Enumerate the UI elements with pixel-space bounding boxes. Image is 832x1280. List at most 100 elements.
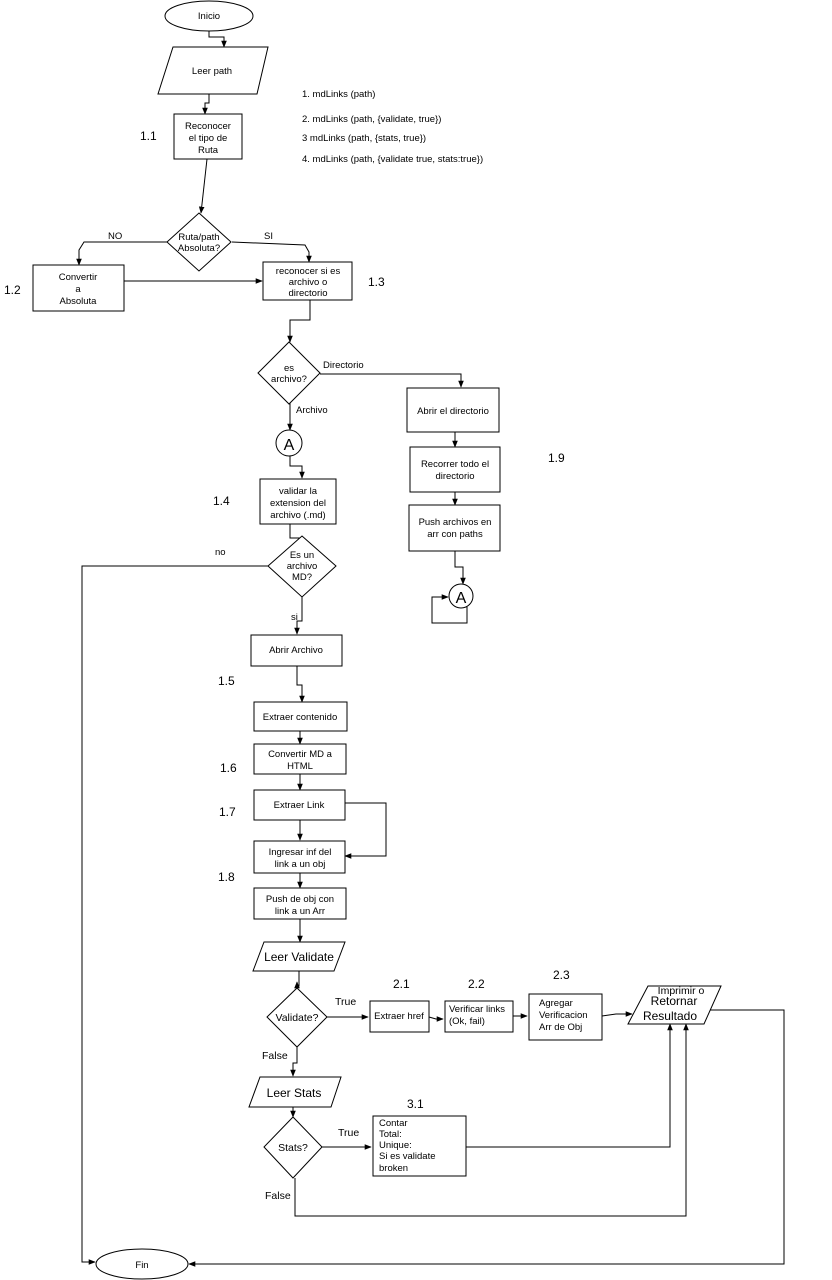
step-2-2: 2.2 [468,977,485,991]
svg-text:Recorrer todo el: Recorrer todo el [421,459,489,470]
step-1-7: 1.7 [219,805,236,819]
svg-text:Inicio: Inicio [198,11,220,22]
decision-stats: Stats? [263,1116,323,1179]
label-false-stats: False [265,1190,291,1202]
svg-text:Leer path: Leer path [192,66,232,77]
svg-text:Arr de Obj: Arr de Obj [539,1022,582,1033]
step-1-3: 1.3 [368,275,385,289]
svg-text:Ingresar inf del: Ingresar inf del [269,847,332,858]
svg-text:Abrir Archivo: Abrir Archivo [269,645,323,656]
process-convertir: Convertir a Absoluta [32,264,125,312]
label-no-lower: no [215,547,226,558]
usage-notes: 1. mdLinks (path) 2. mdLinks (path, {val… [302,89,483,165]
svg-text:A: A [284,437,295,454]
process-extraer-link: Extraer Link [253,789,346,821]
start-node: Inicio [164,0,254,32]
process-reconocer-archivo: reconocer si es archivo o directorio [262,261,353,301]
svg-text:Total:: Total: [379,1129,402,1140]
process-verificar-links: Verificar links (Ok, fail) [444,1000,514,1033]
svg-text:archivo: archivo [287,561,318,572]
svg-text:archivo?: archivo? [271,374,307,385]
decision-es-md: Es un archivo MD? [267,535,337,598]
label-si-upper: SI [264,231,273,242]
svg-text:archivo (.md): archivo (.md) [270,510,325,521]
process-reconocer-tipo: Reconocer el tipo de Ruta [173,113,243,160]
svg-text:Contar: Contar [379,1118,408,1129]
svg-text:Convertir: Convertir [59,272,98,283]
step-2-1: 2.1 [393,977,410,991]
svg-text:Extraer contenido: Extraer contenido [263,712,337,723]
decision-ruta-absoluta: Ruta/path Absoluta? [166,212,232,272]
label-directorio: Directorio [323,360,364,371]
svg-text:link a un obj: link a un obj [275,859,326,870]
svg-text:link a un Arr: link a un Arr [275,906,325,917]
svg-text:A: A [456,590,467,607]
svg-text:Absoluta: Absoluta [60,296,98,307]
svg-text:broken: broken [379,1163,408,1174]
process-abrir-directorio: Abrir el directorio [406,387,500,433]
svg-text:MD?: MD? [292,572,312,583]
process-agregar-verificacion: Agregar Verificacion Arr de Obj [528,993,603,1041]
svg-text:Fin: Fin [135,1260,148,1271]
svg-text:el tipo de: el tipo de [189,133,228,144]
svg-text:Leer Stats: Leer Stats [267,1086,322,1100]
label-si-lower: si [291,612,298,623]
end-node: Fin [95,1248,189,1280]
note-4: 4. mdLinks (path, {validate true, stats:… [302,154,483,165]
svg-text:directorio: directorio [435,471,474,482]
process-extraer-contenido: Extraer contenido [253,701,348,732]
edge-labels: NO SI Directorio Archivo no si True Fals… [108,231,364,1202]
svg-text:Absoluta?: Absoluta? [178,243,220,254]
svg-text:Reconocer: Reconocer [185,121,231,132]
decision-validate: Validate? [266,987,328,1048]
svg-text:directorio: directorio [288,288,327,299]
svg-text:Convertir MD a: Convertir MD a [268,749,333,760]
step-1-9: 1.9 [548,451,565,465]
label-no-upper: NO [108,231,122,242]
svg-text:arr con paths: arr con paths [427,529,483,540]
step-1-8: 1.8 [218,870,235,884]
note-3: 3 mdLinks (path, {stats, true}) [302,133,426,144]
svg-text:Stats?: Stats? [278,1142,308,1154]
decision-es-archivo: es archivo? [257,341,321,405]
svg-text:a: a [75,284,81,295]
process-push-archivos: Push archivos en arr con paths [408,504,501,552]
process-recorrer: Recorrer todo el directorio [409,446,501,493]
svg-text:Verificar links: Verificar links [449,1004,505,1015]
step-1-4: 1.4 [213,494,230,508]
step-1-2: 1.2 [4,283,21,297]
connector-a-upper: A [275,429,303,457]
svg-text:Leer Validate: Leer Validate [264,950,334,964]
step-1-1: 1.1 [140,129,157,143]
svg-text:Agregar: Agregar [539,998,573,1009]
process-ingresar-inf: Ingresar inf del link a un obj [253,840,346,874]
process-contar: Contar Total: Unique: Si es validate bro… [372,1115,467,1177]
process-validar-extension: validar la extension del archivo (.md) [259,478,337,525]
process-abrir-archivo: Abrir Archivo [250,634,343,667]
process-push-obj: Push de obj con link a un Arr [253,887,347,920]
label-archivo: Archivo [296,405,328,416]
connectors [76,30,785,1267]
svg-text:(Ok, fail): (Ok, fail) [449,1016,485,1027]
svg-text:Ruta: Ruta [198,145,219,156]
svg-text:extension del: extension del [270,498,326,509]
svg-text:Retornar: Retornar [651,994,698,1008]
svg-text:Imprimir o: Imprimir o [658,985,705,997]
svg-text:Si es validate: Si es validate [379,1151,436,1162]
svg-text:HTML: HTML [287,761,313,772]
svg-text:Resultado: Resultado [643,1009,697,1023]
svg-text:Ruta/path: Ruta/path [178,232,219,243]
svg-text:reconocer si es: reconocer si es [276,266,341,277]
svg-text:Push de obj con: Push de obj con [266,894,334,905]
svg-text:Validate?: Validate? [275,1012,318,1024]
note-2: 2. mdLinks (path, {validate, true}) [302,114,441,125]
svg-text:Extraer href: Extraer href [374,1011,424,1022]
svg-text:Push archivos en: Push archivos en [419,517,492,528]
svg-text:Es un: Es un [290,550,314,561]
svg-text:Unique:: Unique: [379,1140,412,1151]
process-convertir-md: Convertir MD a HTML [253,743,347,775]
svg-text:Extraer Link: Extraer Link [274,800,325,811]
process-extraer-href: Extraer href [369,1000,430,1033]
step-1-6: 1.6 [220,761,237,775]
